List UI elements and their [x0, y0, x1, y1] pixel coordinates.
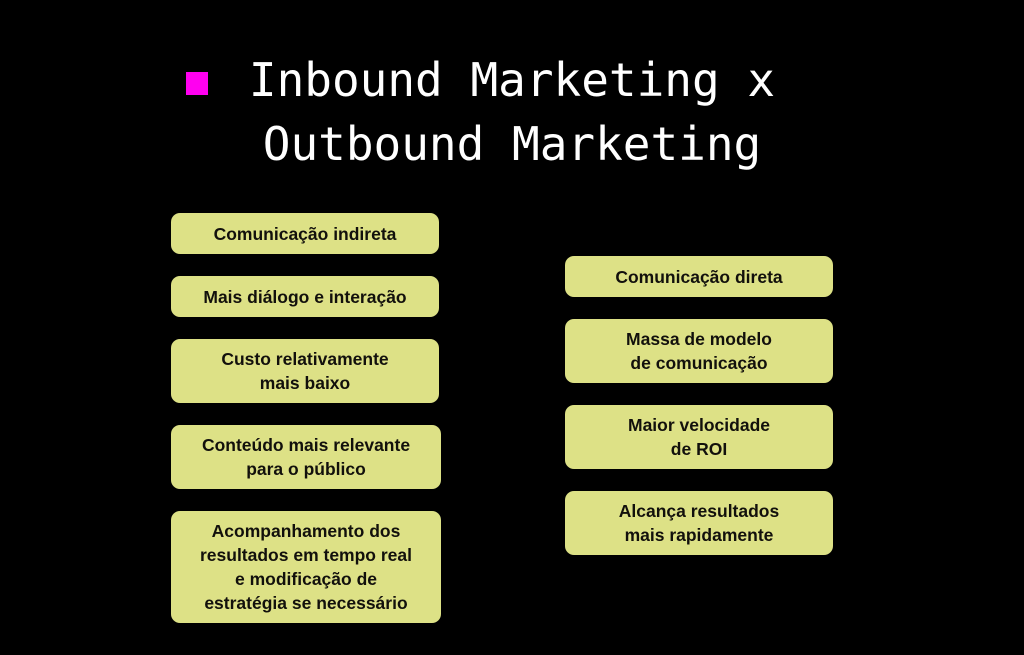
- slide-title-block: Inbound Marketing x Outbound Marketing: [0, 48, 1024, 176]
- inbound-item-4: Conteúdo mais relevante para o público: [171, 425, 441, 489]
- inbound-item-5: Acompanhamento dos resultados em tempo r…: [171, 511, 441, 623]
- outbound-marketing-column: Comunicação direta Massa de modelo de co…: [565, 256, 833, 577]
- outbound-item-2: Massa de modelo de comunicação: [565, 319, 833, 383]
- inbound-item-2: Mais diálogo e interação: [171, 276, 439, 317]
- outbound-item-4: Alcança resultados mais rapidamente: [565, 491, 833, 555]
- page-title-line-1: Inbound Marketing x: [248, 53, 776, 107]
- inbound-item-1: Comunicação indireta: [171, 213, 439, 254]
- inbound-marketing-column: Comunicação indireta Mais diálogo e inte…: [171, 213, 441, 645]
- outbound-item-1: Comunicação direta: [565, 256, 833, 297]
- page-title-line-2: Outbound Marketing: [262, 117, 762, 171]
- outbound-item-3: Maior velocidade de ROI: [565, 405, 833, 469]
- magenta-square-bullet-icon: [186, 72, 208, 95]
- inbound-item-3: Custo relativamente mais baixo: [171, 339, 439, 403]
